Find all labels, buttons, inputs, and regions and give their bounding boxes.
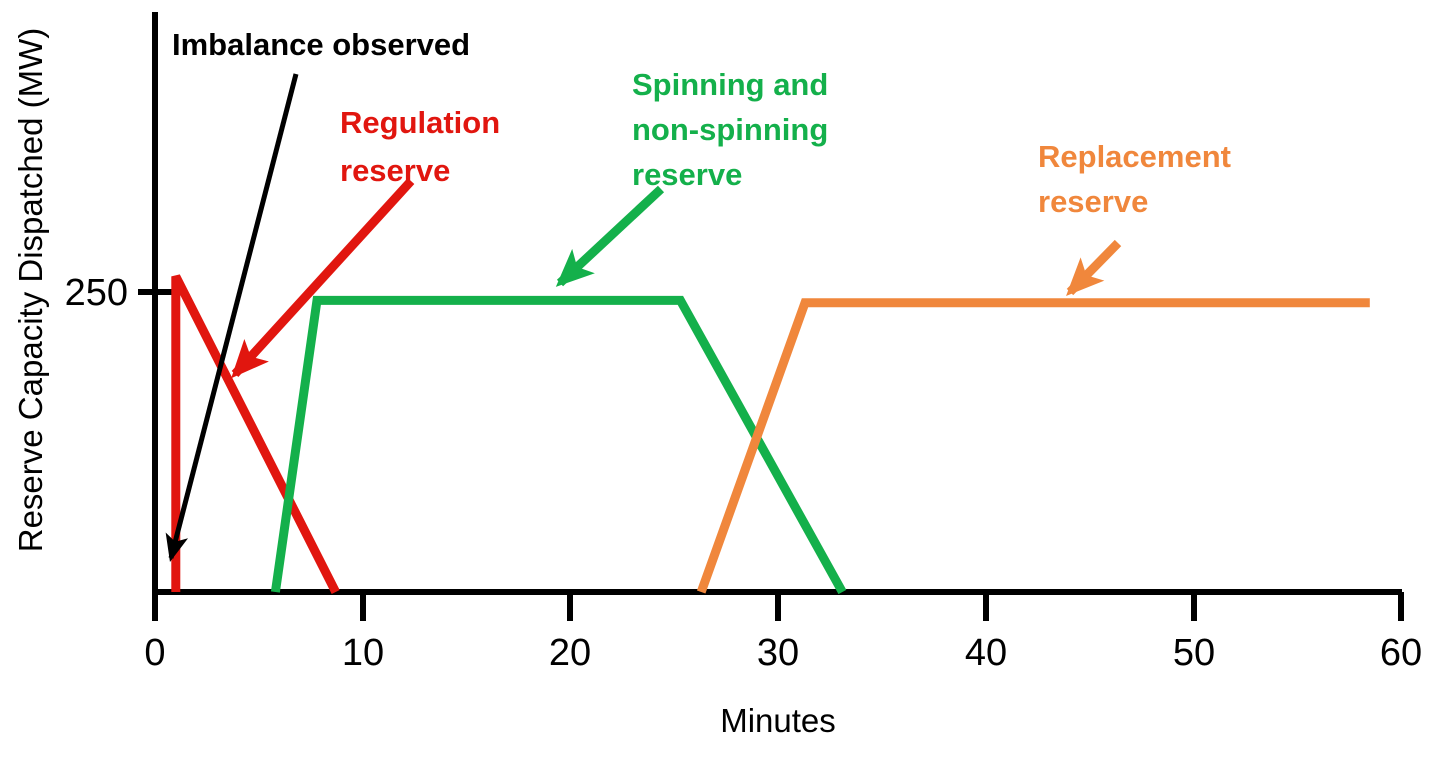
x-tick-label-40: 40 [965, 632, 1007, 674]
x-tick-label-10: 10 [342, 632, 384, 674]
regulation-reserve-arrow [231, 177, 415, 379]
annotation-label-spinning-reserve-line3: reserve [632, 157, 742, 192]
annotation-label-regulation-reserve-line2: reserve [340, 153, 450, 188]
y-tick-label-250: 250 [65, 272, 128, 314]
tick-label-group: 250 0 10 20 30 40 50 60 [65, 272, 1423, 674]
series-spinning-nonspinning-reserve [270, 295, 847, 595]
annotation-label-spinning-reserve-line1: Spinning and [632, 67, 828, 102]
annotation-arrow-group [165, 73, 1122, 562]
x-axis-title: Minutes [720, 702, 836, 739]
annotation-label-group: Imbalance observed Regulation reserve Sp… [172, 27, 1231, 219]
annotation-label-regulation-reserve-line1: Regulation [340, 105, 500, 140]
annotation-label-spinning-reserve-line2: non-spinning [632, 112, 828, 147]
x-tick-label-60: 60 [1380, 632, 1422, 674]
x-tick-label-20: 20 [549, 632, 591, 674]
replacement-reserve-arrow [1066, 239, 1122, 297]
x-tick-label-30: 30 [757, 632, 799, 674]
y-axis-title: Reserve Capacity Dispatched (MW) [12, 28, 49, 553]
axis-group [138, 12, 1404, 621]
annotation-label-imbalance-observed: Imbalance observed [172, 27, 470, 62]
x-tick-label-50: 50 [1173, 632, 1215, 674]
annotation-label-replacement-reserve-line1: Replacement [1038, 139, 1231, 174]
spinning-reserve-arrow [555, 185, 665, 287]
annotation-label-replacement-reserve-line2: reserve [1038, 184, 1148, 219]
series-group [171, 274, 1370, 595]
series-replacement-reserve [696, 298, 1370, 594]
x-tick-label-0: 0 [144, 632, 165, 674]
imbalance-observed-arrow [165, 73, 299, 562]
series-regulation-reserve [171, 274, 340, 595]
